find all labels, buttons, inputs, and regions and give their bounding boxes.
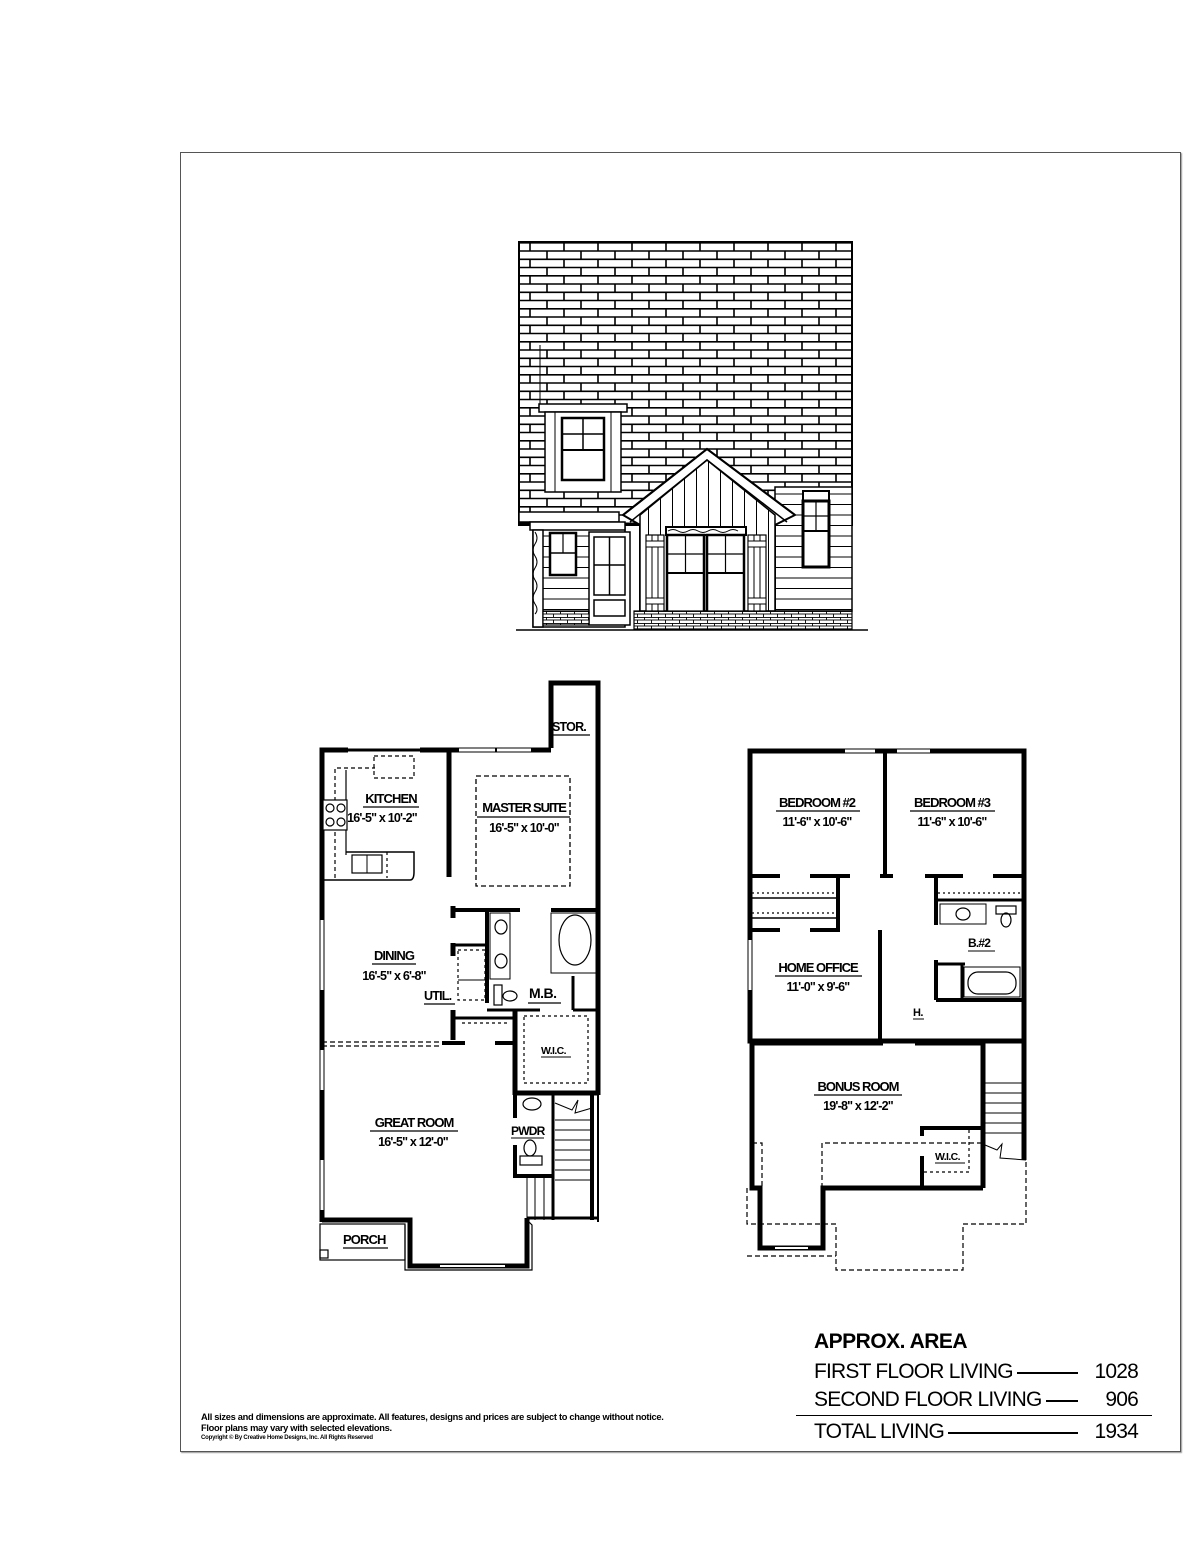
total-divider (796, 1415, 1152, 1416)
label-hall: H. (913, 1007, 923, 1019)
leader-line (1016, 1372, 1078, 1374)
room-size-great-room: 16'-5" x 12'-0" (378, 1135, 449, 1149)
room-size-kitchen: 16'-5" x 10'-2" (347, 811, 418, 825)
label-porch: PORCH (343, 1232, 386, 1247)
room-name-master-suite: MASTER SUITE (482, 800, 567, 815)
front-door (588, 531, 631, 626)
area-value: 1028 (1094, 1360, 1138, 1383)
area-label: SECOND FLOOR LIVING (814, 1388, 1042, 1411)
label-master-bath: M.B. (529, 985, 557, 1001)
area-row-first-floor: FIRST FLOOR LIVING 1028 (796, 1358, 1152, 1386)
front-elevation (516, 241, 868, 631)
area-label: FIRST FLOOR LIVING (814, 1360, 1014, 1383)
area-row-second-floor: SECOND FLOOR LIVING 906 (796, 1386, 1152, 1414)
room-name-dining: DINING (374, 948, 415, 963)
room-size-bedroom-2: 11'-6" x 10'-6" (782, 815, 852, 829)
room-size-bedroom-3: 11'-6" x 10'-6" (917, 815, 987, 829)
disclaimer-line-2: Floor plans may vary with selected eleva… (201, 1423, 392, 1433)
area-title: APPROX. AREA (814, 1330, 968, 1353)
room-name-great-room: GREAT ROOM (375, 1115, 454, 1130)
room-size-home-office: 11'-0" x 9'-6" (787, 980, 851, 994)
room-size-bonus-room: 19'-8" x 12'-2" (823, 1099, 894, 1113)
leader-line (948, 1432, 1078, 1434)
room-name-bedroom-2: BEDROOM #2 (779, 795, 856, 810)
label-bath-2: B.#2 (968, 936, 991, 950)
copyright-notice: Copyright © By Creative Home Designs, In… (201, 1435, 373, 1441)
room-labels: STOR. KITCHEN 16'-5" x 10'-2" MASTER SUI… (343, 720, 995, 1249)
disclaimer-line-1: All sizes and dimensions are approximate… (201, 1412, 664, 1422)
label-wic-second: W.I.C. (935, 1151, 961, 1163)
label-util: UTIL. (424, 989, 452, 1003)
dormer (538, 345, 628, 493)
room-name-bonus-room: BONUS ROOM (818, 1079, 899, 1094)
first-floor-plan (319, 680, 601, 1271)
area-value: 1934 (1094, 1420, 1138, 1443)
label-stor: STOR. (552, 720, 586, 734)
area-label: TOTAL LIVING (814, 1420, 945, 1443)
area-value: 906 (1105, 1388, 1138, 1411)
label-wic-first: W.I.C. (541, 1045, 567, 1057)
approx-area-table: APPROX. AREA FIRST FLOOR LIVING 1028 SEC… (796, 1330, 1152, 1446)
label-pwdr: PWDR (511, 1124, 546, 1138)
room-name-home-office: HOME OFFICE (778, 960, 859, 975)
disclaimer: All sizes and dimensions are approximate… (201, 1412, 664, 1443)
leader-line (1045, 1400, 1078, 1402)
area-row-total: TOTAL LIVING 1934 (796, 1418, 1152, 1446)
room-name-kitchen: KITCHEN (365, 791, 417, 806)
room-size-dining: 16'-5" x 6'-8" (362, 969, 426, 983)
room-name-bedroom-3: BEDROOM #3 (914, 795, 991, 810)
plan-sheet-border (180, 152, 1181, 1452)
front-windows (645, 526, 767, 614)
room-size-master-suite: 16'-5" x 10'-0" (489, 821, 560, 835)
second-floor-plan (746, 748, 1027, 1271)
side-window (801, 490, 831, 569)
